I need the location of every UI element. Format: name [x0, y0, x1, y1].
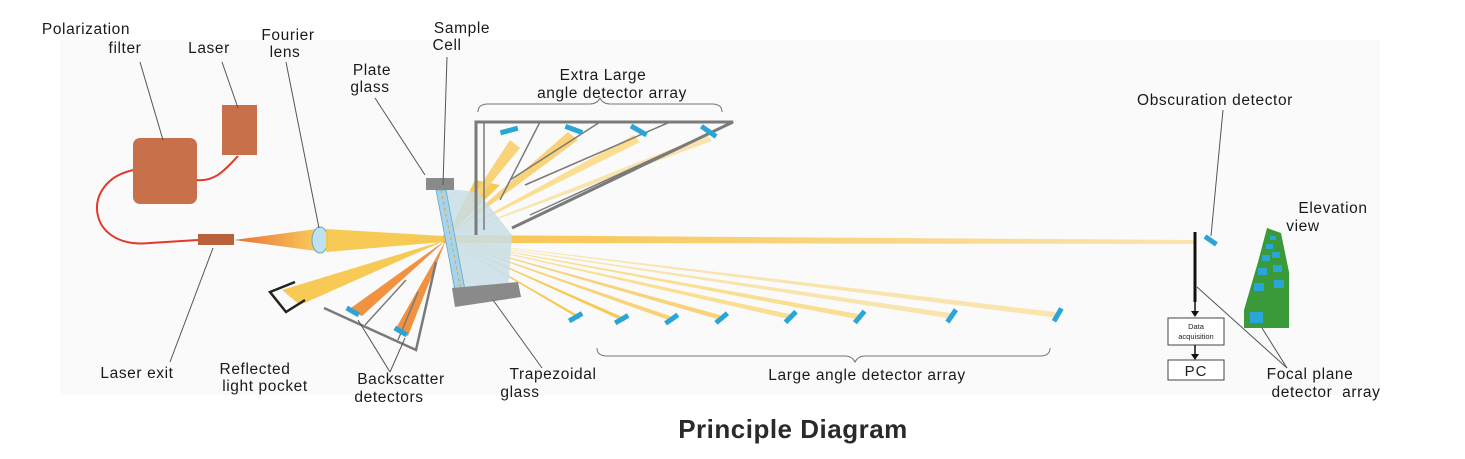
optical-fiber-lower [96, 169, 199, 245]
label-fourier-lens-2: lens [270, 44, 301, 61]
backscatter-frame [323, 261, 438, 352]
laser-cone [234, 229, 316, 251]
fourier-lens-shape [311, 226, 329, 254]
la-detector-8 [1051, 307, 1064, 323]
labels: Polarization filter Laser Fourier lens S… [42, 20, 1381, 444]
label-sample-cell-2: Cell [432, 37, 461, 54]
label-fourier-lens-1: Fourier [261, 27, 314, 44]
beam-group [282, 132, 1195, 336]
label-laser-exit: Laser exit [100, 365, 173, 382]
label-backscatter-1: Backscatter [357, 371, 445, 388]
beam-down-7 [446, 240, 954, 319]
detector-acquisition-group [1167, 232, 1225, 381]
beam-down-6 [446, 240, 862, 320]
label-elevation-view-1: Elevation [1298, 200, 1367, 217]
sample-cell-group [426, 178, 521, 307]
leader-lines [139, 56, 1288, 373]
background-panel [60, 40, 1380, 395]
label-reflected-2: light pocket [222, 378, 308, 395]
beam-down-8 [446, 240, 1058, 318]
backscatter-detector-2 [393, 325, 409, 338]
backscatter-beam-1 [348, 240, 446, 316]
backscatter-detector-1 [345, 305, 361, 318]
la-detector-3 [664, 312, 680, 326]
extra-large-array-brace [477, 96, 723, 113]
label-plate-glass-2: glass [350, 79, 389, 96]
optical-fiber-upper [195, 155, 239, 182]
trapezoidal-glass-base [452, 282, 521, 307]
extra-large-array-frame [474, 120, 734, 235]
label-elevation-view-2: view [1286, 218, 1320, 235]
la-detector-2 [613, 313, 630, 326]
large-angle-detectors [567, 307, 1064, 326]
label-polarization-filter-1: Polarization [42, 21, 130, 38]
label-trapezoidal-2: glass [500, 384, 539, 401]
label-data-acquisition-1: Data [1188, 322, 1205, 331]
label-plate-glass-1: Plate [353, 62, 391, 79]
la-detector-1 [567, 311, 584, 324]
xl-detector-2 [564, 124, 584, 135]
label-sample-cell-1: Sample [434, 20, 490, 37]
laser-exit-box [198, 234, 234, 245]
la-detector-6 [852, 309, 867, 325]
xl-detector-4 [699, 124, 718, 139]
laser-box [222, 105, 257, 155]
large-array-brace [596, 347, 1051, 364]
beam-up-4 [446, 135, 640, 238]
label-obscuration-detector: Obscuration detector [1137, 92, 1293, 109]
reflected-beam [282, 240, 446, 305]
la-detector-5 [783, 309, 798, 325]
label-data-acquisition-2: acquisition [1178, 332, 1213, 341]
forward-beam [443, 235, 1195, 244]
beam-up-5 [446, 135, 712, 238]
label-backscatter-2: detectors [354, 389, 423, 406]
polarization-filter-box [133, 138, 197, 204]
plate-glass-top [426, 178, 454, 190]
label-trapezoidal-1: Trapezoidal [509, 366, 596, 383]
label-focal-plane-2: detector array [1272, 384, 1381, 401]
label-reflected-1: Reflected [220, 361, 291, 378]
beam-down-4 [446, 240, 724, 321]
label-polarization-filter-2: filter [109, 40, 142, 57]
pc-box [1167, 359, 1225, 381]
label-extra-large-2: angle detector array [537, 85, 687, 102]
reflected-light-pocket-shape [267, 280, 306, 314]
diagram-title: Principle Diagram [678, 414, 908, 444]
label-focal-plane-1: Focal plane [1267, 366, 1354, 383]
xl-detector-3 [629, 123, 648, 138]
label-large-angle-array: Large angle detector array [768, 367, 965, 384]
source-group [96, 105, 329, 254]
xl-detector-1 [499, 125, 519, 136]
la-detector-7 [945, 308, 959, 324]
label-laser: Laser [188, 40, 230, 57]
data-acquisition-box [1167, 317, 1225, 346]
elevation-view-group [1244, 228, 1289, 328]
label-extra-large-1: Extra Large [560, 67, 647, 84]
beam-down-5 [446, 240, 793, 320]
label-pc: PC [1185, 363, 1208, 380]
obscuration-detector-shape [1203, 234, 1218, 247]
la-detector-4 [714, 311, 730, 325]
backscatter-beam-2 [395, 240, 446, 336]
converging-beam [326, 229, 443, 252]
